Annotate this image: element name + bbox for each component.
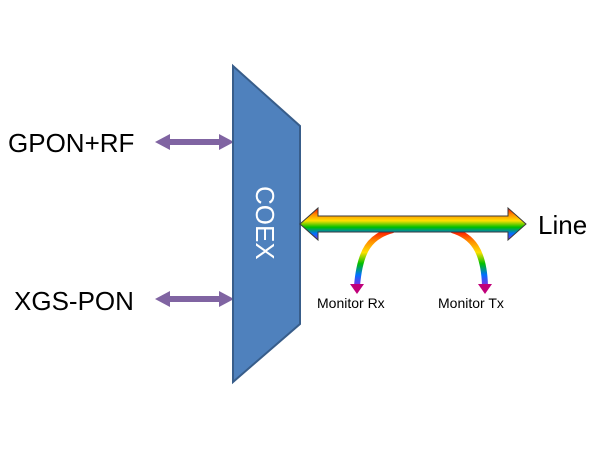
monitor-tx-label: Monitor Tx (438, 295, 504, 311)
monitor-rx-tap (350, 227, 394, 294)
coex-label: COEX (250, 186, 280, 260)
monitor-tx-arrowhead (478, 284, 492, 294)
monitor-rx-label: Monitor Rx (317, 295, 385, 311)
line-arrow (299, 206, 527, 242)
xgs-pon-label: XGS-PON (14, 286, 134, 316)
coex-block (232, 63, 301, 385)
line-label: Line (538, 210, 587, 240)
gpon-rf-label: GPON+RF (8, 128, 134, 158)
monitor-tx-tap (451, 227, 492, 294)
gpon-rf-arrow (155, 134, 234, 150)
monitor-rx-arrowhead (350, 284, 364, 294)
xgs-pon-arrow (155, 291, 234, 307)
